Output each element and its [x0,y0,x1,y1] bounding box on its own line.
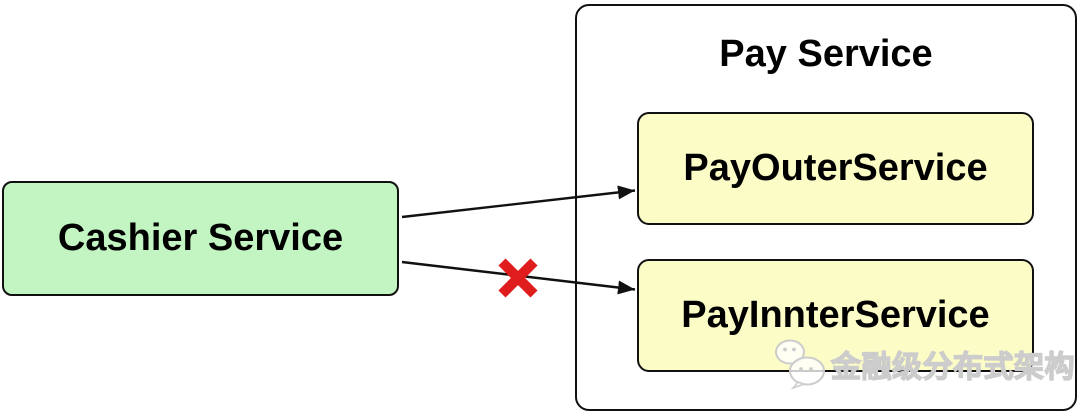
pay-outer-service-box: PayOuterService [637,112,1034,225]
blocked-cross-icon [498,258,538,298]
pay-outer-service-label: PayOuterService [683,147,988,189]
pay-innter-service-box: PayInnterService [637,259,1034,372]
pay-innter-service-label: PayInnterService [681,294,990,336]
pay-service-title: Pay Service [719,33,933,75]
cashier-service-box: Cashier Service [2,181,399,296]
cashier-service-label: Cashier Service [57,217,344,259]
